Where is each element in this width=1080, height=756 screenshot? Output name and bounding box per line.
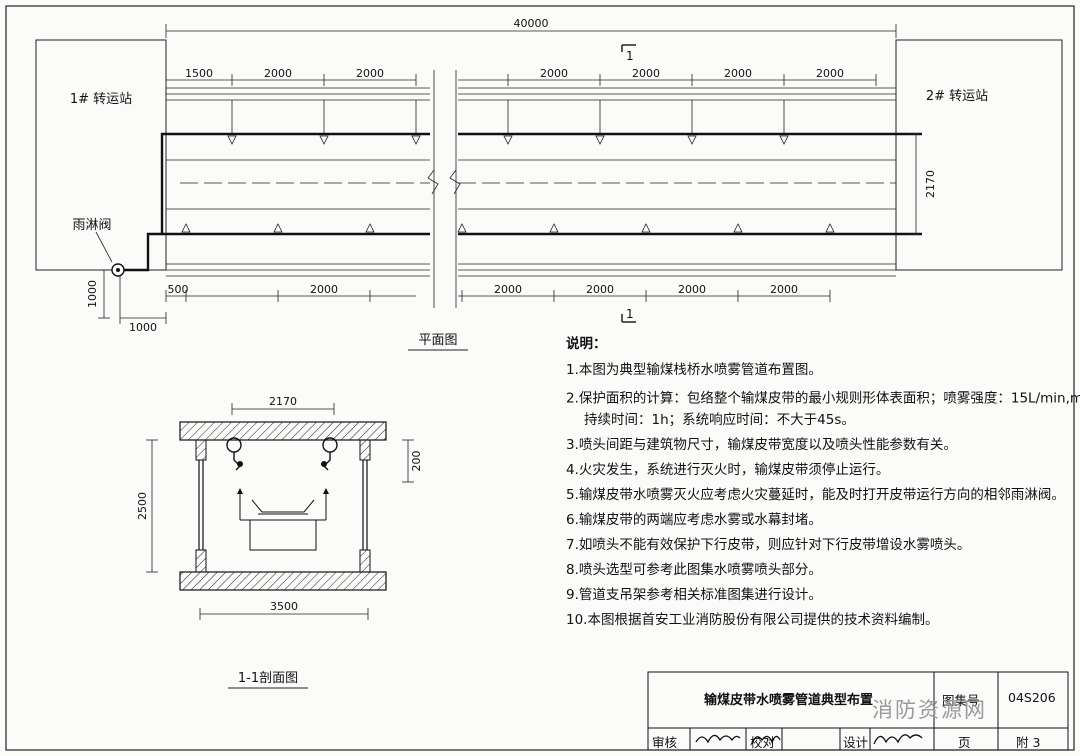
title-block bbox=[647, 671, 1069, 751]
note-item: 1.本图为典型输煤栈桥水喷雾管道布置图。 bbox=[566, 362, 822, 378]
width-dim: 2170 bbox=[924, 170, 937, 198]
valve-dim-v: 1000 bbox=[86, 280, 99, 308]
bottom-dim: 2000 bbox=[770, 283, 798, 296]
bottom-dim: 2000 bbox=[310, 283, 338, 296]
atlas-number: 04S206 bbox=[1008, 690, 1056, 705]
note-item-text: 2.保护面积的计算：包络整个输煤皮带的最小规则形体表面积；喷雾强度：15L/mi… bbox=[566, 390, 1080, 407]
note-item: 6.输煤皮带的两端应考虑水雾或水幕封堵。 bbox=[566, 512, 822, 528]
note-item: 持续时间：1h；系统响应时间：不大于45s。 bbox=[584, 412, 855, 428]
top-dim: 2000 bbox=[540, 67, 568, 80]
bottom-dim: 2000 bbox=[678, 283, 706, 296]
section-offset: 200 bbox=[410, 451, 423, 472]
note-item: 8.喷头选型可参考此图集水喷雾喷头部分。 bbox=[566, 562, 822, 578]
section-title: 1-1剖面图 bbox=[238, 671, 298, 686]
station-1-label: 1# 转运站 bbox=[70, 92, 132, 107]
review-label: 审核 bbox=[652, 735, 678, 750]
watermark: 消防资源网 bbox=[872, 698, 987, 722]
bottom-dim: 2000 bbox=[494, 283, 522, 296]
top-dim: 1500 bbox=[185, 67, 213, 80]
note-item: 10.本图根据首安工业消防股份有限公司提供的技术资料编制。 bbox=[566, 612, 939, 628]
note-item: 9.管道支吊架参考相关标准图集进行设计。 bbox=[566, 587, 822, 603]
section-height: 2500 bbox=[136, 492, 149, 520]
total-length-dim: 40000 bbox=[514, 17, 549, 30]
note-item: 2.保护面积的计算：包络整个输煤皮带的最小规则形体表面积；喷雾强度：15L/mi… bbox=[566, 385, 1080, 410]
sheet-border bbox=[5, 5, 1075, 751]
plan-title: 平面图 bbox=[418, 333, 457, 348]
top-dim: 2000 bbox=[816, 67, 844, 80]
top-dim: 2000 bbox=[356, 67, 384, 80]
section-view: 2170 2500 200 3500 1-1剖面图 bbox=[136, 395, 423, 689]
valve-label: 雨淋阀 bbox=[72, 218, 111, 233]
station-1 bbox=[35, 39, 167, 271]
notes-heading: 说明： bbox=[566, 336, 607, 352]
page-number: 附 3 bbox=[1016, 735, 1041, 750]
section-width-top: 2170 bbox=[269, 395, 297, 408]
bottom-dim: 500 bbox=[168, 283, 189, 296]
note-item: 7.如喷头不能有效保护下行皮带，则应针对下行皮带增设水雾喷头。 bbox=[566, 537, 971, 553]
note-item: 3.喷头间距与建筑物尺寸，输煤皮带宽度以及喷头性能参数有关。 bbox=[566, 437, 957, 453]
station-2 bbox=[895, 39, 1063, 271]
notes-panel: 说明： 1.本图为典型输煤栈桥水喷雾管道布置图。 2.保护面积的计算：包络整个输… bbox=[566, 334, 1080, 635]
section-width-bottom: 3500 bbox=[270, 600, 298, 613]
note-item: 5.输煤皮带水喷雾灭火应考虑火灾蔓延时，能及时打开皮带运行方向的相邻雨淋阀。 bbox=[566, 487, 1065, 503]
valve-dim-h: 1000 bbox=[129, 321, 157, 334]
section-mark-bottom: 1 bbox=[626, 307, 634, 321]
top-dim: 2000 bbox=[264, 67, 292, 80]
signatures bbox=[695, 734, 923, 745]
section-mark-top: 1 bbox=[626, 49, 634, 63]
design-label: 设计 bbox=[843, 735, 869, 750]
drawing-title: 输煤皮带水喷雾管道典型布置 bbox=[704, 693, 874, 708]
top-dim: 2000 bbox=[724, 67, 752, 80]
note-item: 4.火灾发生，系统进行灭火时，输煤皮带须停止运行。 bbox=[566, 462, 890, 478]
station-2-label: 2# 转运站 bbox=[926, 89, 988, 104]
page-label: 页 bbox=[958, 735, 971, 750]
top-dim: 2000 bbox=[632, 67, 660, 80]
proof-label: 校对 bbox=[750, 735, 776, 750]
plan-view: 40000 1# 转运站 2# 转运站 1 1 1500 2000 2000 2… bbox=[35, 17, 1063, 351]
atlas-label: 图集号 bbox=[942, 693, 980, 708]
bottom-dim: 2000 bbox=[586, 283, 614, 296]
